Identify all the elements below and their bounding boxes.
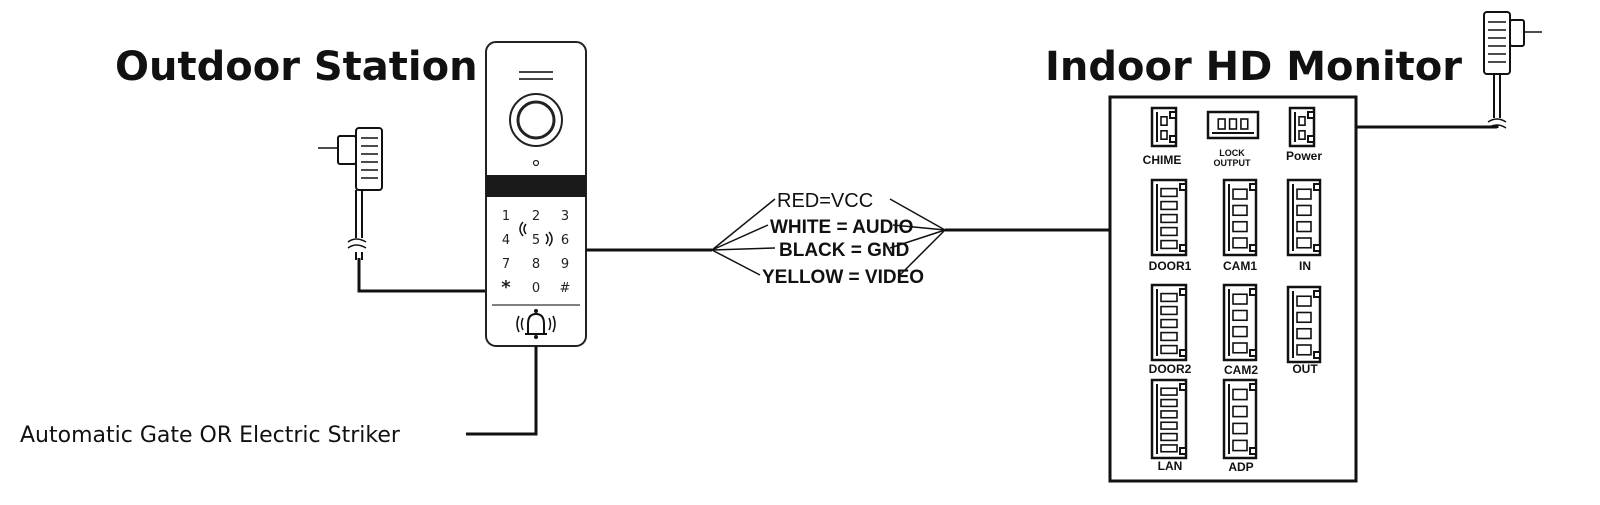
key-8: 8 (532, 257, 540, 272)
camera-lens-icon (509, 93, 563, 167)
wire-white-label: WHITE = AUDIO (770, 217, 913, 238)
bell-icon (516, 309, 556, 339)
port-label-door1: DOOR1 (1149, 259, 1192, 273)
port-label-power: Power (1286, 149, 1322, 163)
power-cable-outdoor (357, 258, 486, 293)
port-label-out: OUT (1292, 362, 1318, 376)
wire-red-label: RED=VCC (777, 190, 873, 212)
key-5: 5 (532, 233, 540, 248)
connector-group (1150, 106, 1322, 460)
nfc-icon (519, 221, 553, 247)
gate-cable (466, 346, 538, 436)
keypad: 1 2 3 4 5 6 7 8 9 * 0 # (501, 209, 570, 298)
outdoor-station-title: Outdoor Station (115, 44, 478, 90)
key-7: 7 (502, 257, 510, 272)
power-plug-icon-right (1483, 11, 1542, 129)
port-label-door2: DOOR2 (1149, 362, 1192, 376)
key-star: * (501, 277, 511, 298)
port-label-chime: CHIME (1143, 153, 1182, 167)
power-plug-icon (318, 127, 383, 260)
port-label-cam2: CAM2 (1224, 363, 1258, 377)
indoor-monitor-title: Indoor HD Monitor (1045, 44, 1462, 90)
port-label-in: IN (1299, 259, 1311, 273)
key-2: 2 (532, 209, 540, 224)
port-label-adp: ADP (1228, 460, 1253, 474)
port-label-lock-output: OUTPUT (1214, 158, 1252, 168)
key-6: 6 (561, 233, 569, 248)
wire-yellow-label: YELLOW = VIDEO (762, 267, 924, 288)
power-cable-indoor (1326, 125, 1499, 129)
key-9: 9 (561, 257, 569, 272)
gate-label: Automatic Gate OR Electric Striker (20, 423, 401, 448)
wire-black-label: BLACK = GND (779, 240, 909, 261)
key-3: 3 (561, 209, 569, 224)
key-0: 0 (532, 281, 540, 296)
key-hash: # (560, 281, 571, 296)
port-label-cam1: CAM1 (1223, 259, 1257, 273)
key-1: 1 (502, 209, 510, 224)
key-4: 4 (502, 233, 510, 248)
outdoor-station: 1 2 3 4 5 6 7 8 9 * 0 # (485, 41, 587, 347)
port-label-lan: LAN (1158, 459, 1183, 473)
port-label-lock: LOCK (1219, 148, 1245, 158)
